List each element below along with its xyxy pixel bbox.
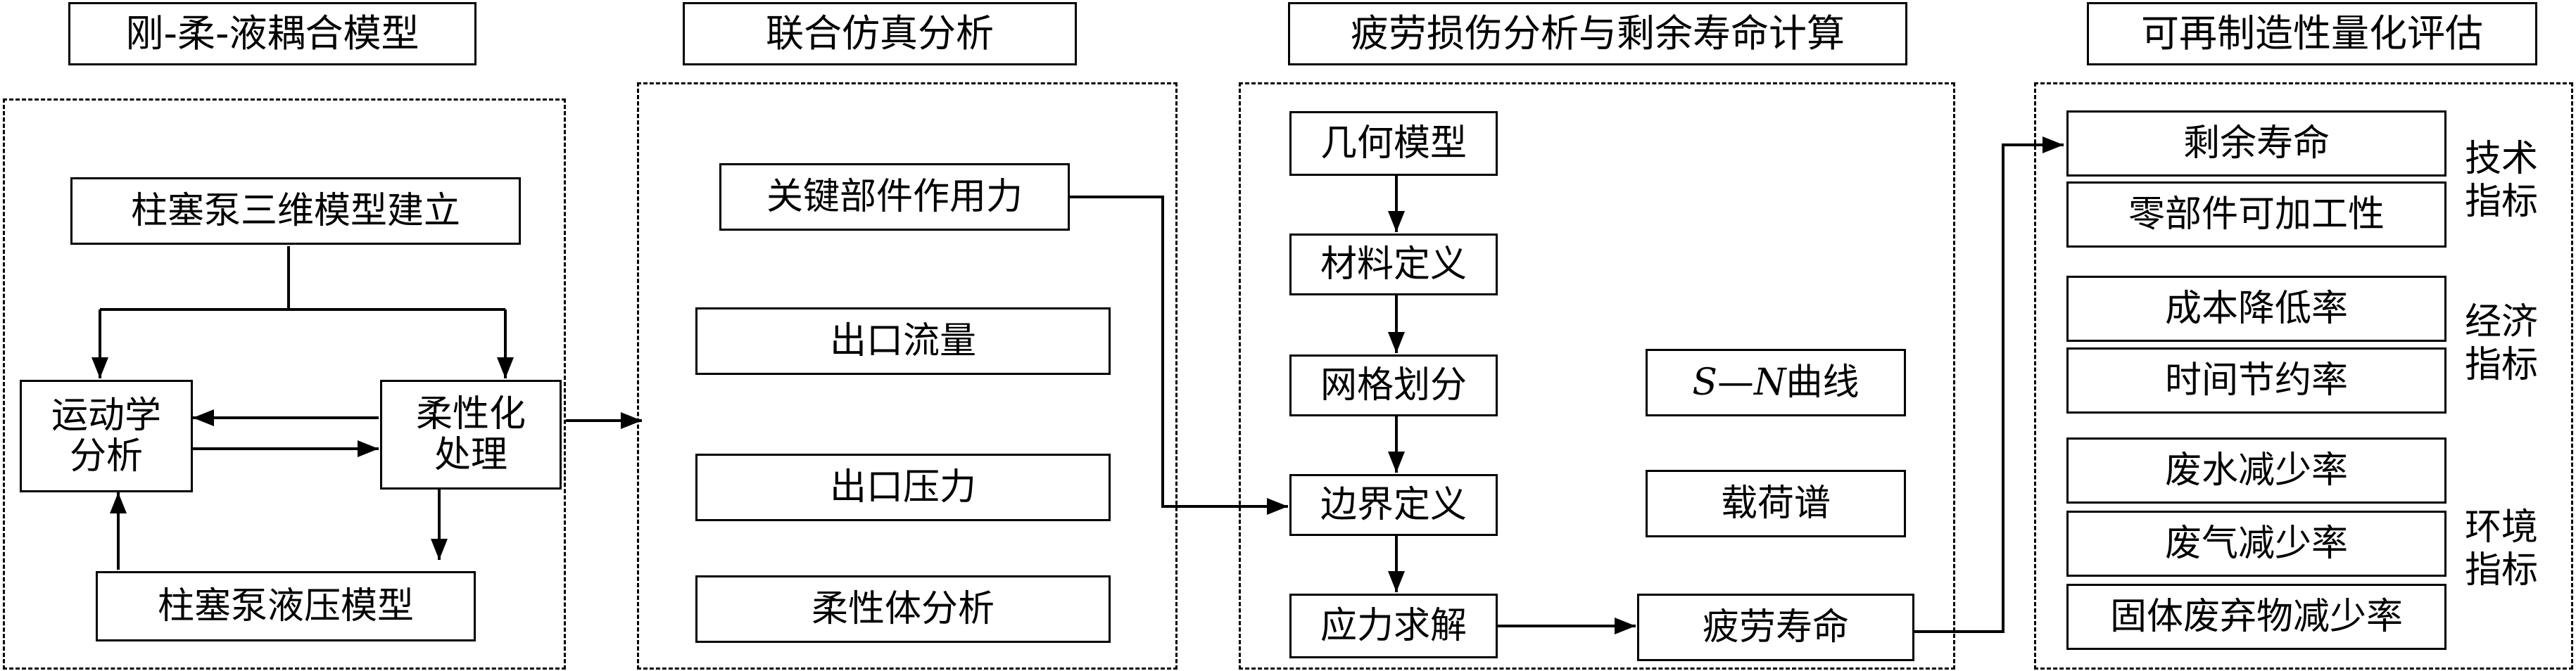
box-geometry-model: 几何模型: [1289, 111, 1498, 176]
box-outlet-flow: 出口流量: [695, 307, 1111, 375]
kinematics-line2: 分析: [69, 435, 143, 478]
arrow-life-to-remaining: [1914, 136, 2064, 633]
env-line1: 环境: [2465, 506, 2539, 549]
box-kinematics-analysis: 运动学 分析: [20, 380, 193, 492]
box-solid-waste-reduction-rate: 固体废弃物减少率: [2066, 584, 2446, 650]
panel-cosimulation: [637, 82, 1177, 670]
box-fatigue-life: 疲劳寿命: [1637, 594, 1914, 661]
econ-line2: 指标: [2465, 344, 2539, 387]
box-wastewater-reduction-rate: 废水减少率: [2066, 437, 2446, 504]
label-economic-indicators: 经济 指标: [2465, 301, 2538, 388]
box-pump-3d-model: 柱塞泵三维模型建立: [70, 177, 521, 245]
box-mesh-division: 网格划分: [1289, 354, 1498, 416]
header-fatigue-analysis: 疲劳损伤分析与剩余寿命计算: [1288, 2, 1907, 65]
tech-line2: 指标: [2465, 181, 2539, 224]
box-cost-reduction-rate: 成本降低率: [2066, 276, 2446, 342]
box-pump-hydraulic-model: 柱塞泵液压模型: [96, 571, 476, 641]
header-coupling-model: 刚-柔-液耦合模型: [68, 2, 476, 65]
box-outlet-pressure: 出口压力: [695, 454, 1111, 521]
econ-line1: 经济: [2465, 301, 2539, 343]
box-remaining-life: 剩余寿命: [2066, 110, 2446, 177]
box-flexible-body-analysis: 柔性体分析: [695, 575, 1111, 643]
box-component-machinability: 零部件可加工性: [2066, 181, 2446, 248]
env-line2: 指标: [2465, 549, 2539, 592]
box-time-saving-rate: 时间节约率: [2066, 347, 2446, 414]
box-boundary-definition: 边界定义: [1289, 474, 1498, 536]
kinematics-line1: 运动学: [51, 394, 161, 437]
panel-coupling-model: [3, 98, 566, 670]
tech-line1: 技术: [2465, 138, 2539, 180]
sn-label-n: N: [1754, 361, 1786, 404]
sn-label-s: S: [1692, 361, 1718, 404]
label-technical-indicators: 技术 指标: [2465, 138, 2538, 224]
header-cosimulation: 联合仿真分析: [683, 2, 1077, 65]
box-stress-solution: 应力求解: [1289, 594, 1498, 658]
label-environmental-indicators: 环境 指标: [2465, 506, 2538, 593]
sn-label-dash: —: [1717, 361, 1755, 404]
box-material-definition: 材料定义: [1289, 234, 1498, 295]
box-flexible-processing: 柔性化 处理: [380, 380, 562, 490]
panel-remanufacturability: [2034, 82, 2573, 670]
flex-line1: 柔性化: [415, 392, 526, 435]
box-key-component-force: 关键部件作用力: [719, 163, 1070, 231]
sn-label-curve: 曲线: [1786, 361, 1860, 404]
box-waste-gas-reduction-rate: 废气减少率: [2066, 511, 2446, 577]
box-load-spectrum: 载荷谱: [1646, 470, 1906, 537]
header-remanufacturability: 可再制造性量化评估: [2087, 2, 2537, 65]
panel-fatigue: [1239, 82, 1955, 670]
arrow-force-to-boundary: [1070, 196, 1288, 515]
flex-line2: 处理: [434, 434, 507, 476]
